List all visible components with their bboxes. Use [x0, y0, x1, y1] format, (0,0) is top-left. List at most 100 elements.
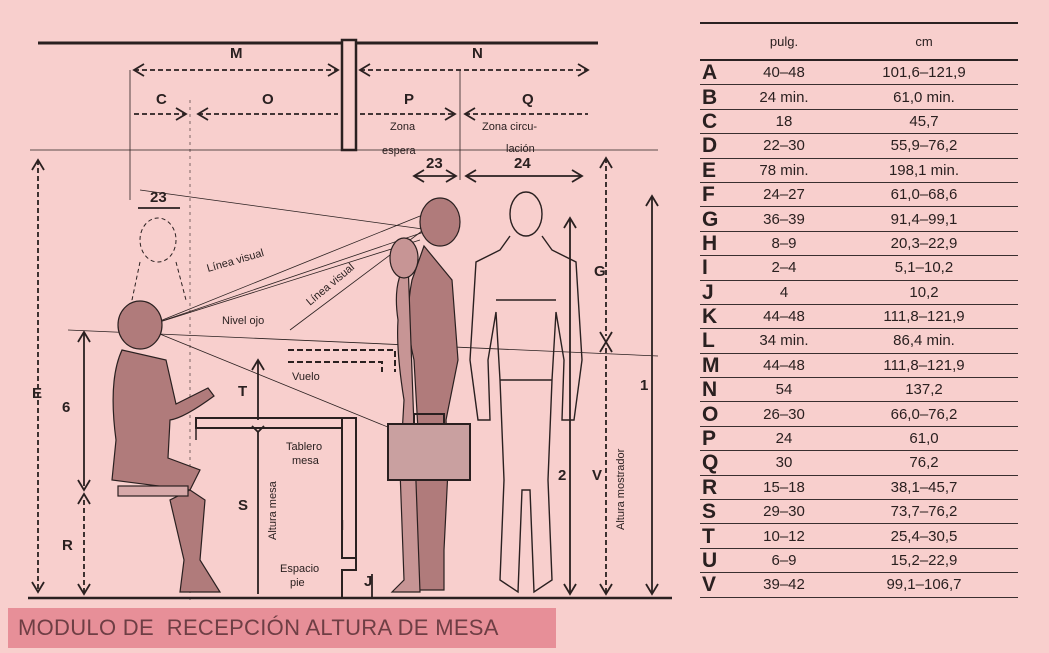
dim-2-label: 2	[558, 467, 566, 484]
table-cell-letter: S	[700, 499, 738, 525]
nivel-ojo-label: Nivel ojo	[222, 315, 264, 327]
table-cell-pulg: 24	[738, 426, 830, 452]
table-cell-letter: G	[700, 206, 738, 232]
altura-mostrador-label: Altura mostrador	[615, 448, 627, 530]
table-cell-letter: E	[700, 158, 738, 183]
table-cell-letter: N	[700, 377, 738, 403]
page-title: MODULO DE RECEPCIÓN ALTURA DE MESA	[18, 615, 499, 640]
table-header-letter	[700, 22, 738, 61]
table-cell-pulg: 30	[738, 450, 830, 476]
table-cell-pulg: 8–9	[738, 231, 830, 257]
table-cell-cm: 45,7	[830, 109, 1018, 135]
table-cell-cm: 61,0 min.	[830, 84, 1018, 110]
table-cell-pulg: 2–4	[738, 255, 830, 281]
linea-visual-label-1: Línea visual	[206, 247, 266, 275]
dim-N-label: N	[472, 45, 483, 62]
table-cell-letter: P	[700, 426, 738, 452]
table-cell-letter: L	[700, 328, 738, 354]
dim-1-label: 1	[640, 377, 648, 394]
dim-O-label: O	[262, 91, 274, 108]
visual-lines	[139, 189, 431, 433]
table-cell-pulg: 10–12	[738, 523, 830, 549]
zona-espera-line2: espera	[382, 145, 417, 157]
table-cell-letter: U	[700, 548, 738, 574]
dimension-lines	[31, 63, 659, 598]
table-cell-pulg: 24 min.	[738, 84, 830, 110]
table-cell-cm: 111,8–121,9	[830, 304, 1018, 330]
table-cell-letter: K	[700, 304, 738, 330]
vuelo-label: Vuelo	[292, 371, 320, 383]
frontal-outline-figure	[469, 191, 583, 594]
zona-espera-line1: Zona	[390, 121, 416, 133]
title-banner: MODULO DE RECEPCIÓN ALTURA DE MESA	[8, 608, 556, 648]
table-cell-pulg: 36–39	[738, 206, 830, 232]
standing-visitor-figure	[389, 197, 461, 593]
table-cell-pulg: 26–30	[738, 401, 830, 427]
dim-23a-label: 23	[150, 189, 167, 206]
table-cell-pulg: 40–48	[738, 60, 830, 86]
table-cell-letter: T	[700, 523, 738, 549]
table-cell-cm: 61,0	[830, 426, 1018, 452]
table-cell-cm: 10,2	[830, 280, 1018, 305]
table-cell-cm: 76,2	[830, 450, 1018, 476]
table-cell-cm: 15,2–22,9	[830, 548, 1018, 574]
table-cell-letter: B	[700, 84, 738, 110]
table-cell-cm: 111,8–121,9	[830, 353, 1018, 379]
altura-mesa-label: Altura mesa	[267, 480, 279, 540]
table-cell-pulg: 54	[738, 377, 830, 403]
table-cell-pulg: 34 min.	[738, 328, 830, 354]
tablero-mesa-line1: Tablero	[286, 441, 322, 453]
table-cell-pulg: 15–18	[738, 475, 830, 501]
dim-J-label: J	[364, 573, 372, 590]
dim-M-label: M	[230, 45, 243, 62]
table-cell-letter: Q	[700, 450, 738, 476]
dim-T-label: T	[238, 383, 247, 400]
table-cell-letter: F	[700, 182, 738, 208]
seated-receptionist-figure	[111, 300, 222, 593]
dim-23b-label: 23	[426, 155, 443, 172]
table-cell-cm: 55,9–76,2	[830, 133, 1018, 159]
table-cell-pulg: 44–48	[738, 304, 830, 330]
table-cell-cm: 25,4–30,5	[830, 523, 1018, 549]
zona-circulacion-line1: Zona circu-	[482, 121, 537, 133]
table-cell-cm: 20,3–22,9	[830, 231, 1018, 257]
table-cell-pulg: 29–30	[738, 499, 830, 525]
table-cell-cm: 38,1–45,7	[830, 475, 1018, 501]
dim-P-label: P	[404, 91, 414, 108]
anthropometric-diagram: M N C O P Q E 6 R T S I J G V 1 2 23 23 …	[28, 38, 672, 600]
table-cell-cm: 61,0–68,6	[830, 182, 1018, 208]
tablero-mesa-line2: mesa	[292, 455, 320, 467]
table-cell-letter: D	[700, 133, 738, 159]
zona-circulacion-line2: lación	[506, 143, 535, 155]
dim-V-label: V	[592, 467, 602, 484]
table-cell-pulg: 18	[738, 109, 830, 135]
table-cell-letter: M	[700, 353, 738, 379]
table-cell-pulg: 4	[738, 280, 830, 305]
table-cell-cm: 66,0–76,2	[830, 401, 1018, 427]
espacio-pie-line1: Espacio	[280, 563, 319, 575]
table-cell-cm: 86,4 min.	[830, 328, 1018, 354]
table-cell-letter: R	[700, 475, 738, 501]
table-cell-letter: V	[700, 572, 738, 598]
table-cell-letter: J	[700, 280, 738, 305]
table-cell-pulg: 78 min.	[738, 158, 830, 183]
table-cell-cm: 137,2	[830, 377, 1018, 403]
